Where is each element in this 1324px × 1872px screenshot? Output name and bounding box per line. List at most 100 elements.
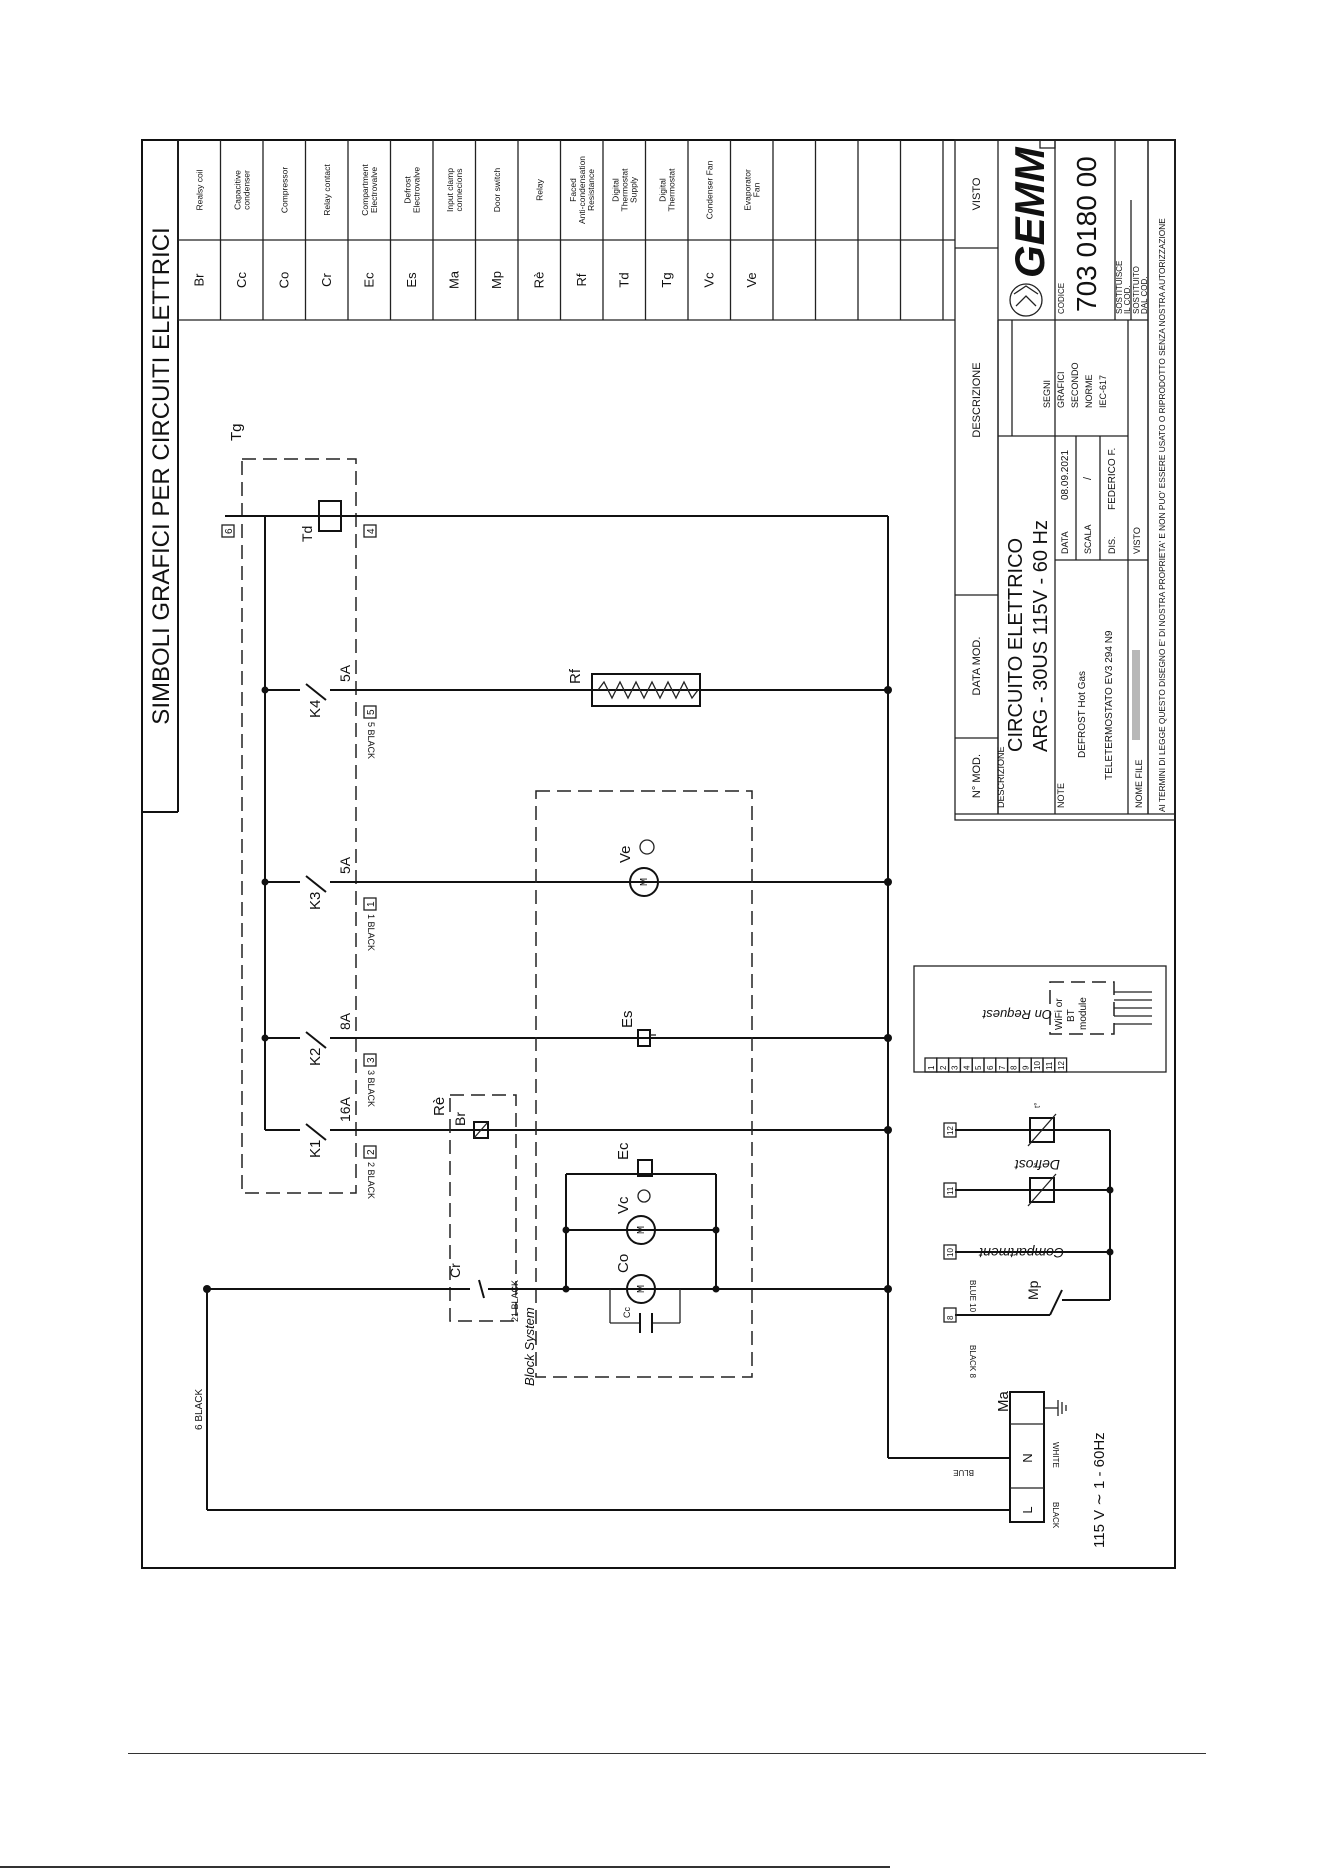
legend-description: DefrostElectrovalve — [402, 167, 421, 214]
module-line-1: WiFi or — [1054, 998, 1065, 1030]
relay-wire: 2 BLACK — [366, 1162, 376, 1199]
connector-pin: 6 — [986, 1065, 995, 1070]
td-supply-coil — [318, 500, 342, 532]
defrost-probe-t: t° — [1033, 1103, 1042, 1108]
relay-rating: 16A — [337, 1096, 353, 1122]
sostituito-line-2: DAL COD. — [1140, 277, 1149, 315]
gemm-logo-text: GEMM — [1006, 146, 1053, 278]
wire-white: WHITE — [1051, 1442, 1060, 1468]
relay-contact — [305, 1123, 327, 1141]
vc-motor-m: M — [636, 1226, 647, 1234]
nome-file-value — [1132, 650, 1140, 740]
note-label: NOTE — [1056, 783, 1066, 808]
legend-description: Capacitivecondenser — [232, 170, 251, 210]
relay-rating: 5A — [337, 856, 353, 874]
relay-name: K1 — [307, 1140, 324, 1158]
legend-description: Compressor — [279, 167, 289, 213]
wire-6-black: 6 BLACK — [194, 1389, 205, 1430]
relay-re-box — [449, 1094, 517, 1322]
connector-pin: 3 — [951, 1065, 960, 1070]
page-foot-rule — [0, 1866, 890, 1868]
legend-code: Td — [616, 272, 631, 287]
relay-name: K2 — [307, 1048, 324, 1066]
ma-label: Ma — [995, 1391, 1012, 1412]
co-motor-m: M — [636, 1285, 647, 1293]
connector-pin: 7 — [998, 1065, 1007, 1070]
legend-code: Ve — [744, 272, 759, 287]
legend-description: Realsy coil — [194, 169, 204, 210]
rf-label: Rf — [567, 668, 584, 684]
mp-label: Mp — [1025, 1280, 1041, 1300]
legend-description: FacedAnti-condensationResistance — [568, 156, 596, 224]
ve-label: Ve — [617, 845, 634, 863]
legend-code: Ma — [446, 270, 461, 289]
module-line-2: BT — [1066, 1009, 1077, 1022]
sostituisce-line-2: IL COD. — [1123, 285, 1132, 314]
codice-label: CODICE — [1057, 283, 1066, 314]
legend-code: Cr — [319, 272, 334, 286]
ownership-footer: AI TERMINI DI LEGGE QUESTO DISEGNO E' DI… — [1157, 218, 1167, 812]
module-line-3: module — [1078, 997, 1089, 1030]
segni-line-4: NORME — [1084, 375, 1094, 409]
relay-rating: 8A — [337, 1012, 353, 1030]
relay-wire: 1 BLACK — [366, 914, 376, 951]
relay-rating: 5A — [337, 664, 353, 682]
data-value: 08.09.2021 — [1060, 450, 1071, 500]
ec-label: Ec — [615, 1142, 632, 1160]
legend-description: Condenser Fan — [704, 160, 714, 219]
td-label: Td — [299, 526, 315, 542]
compartment-probe-label: Compartment — [978, 1245, 1064, 1261]
vc-label: Vc — [615, 1196, 632, 1214]
legend-code: Tg — [659, 272, 674, 287]
legend-code: Rf — [574, 273, 589, 286]
legend-description: Relay — [534, 178, 544, 200]
connector-pin: 5 — [974, 1065, 983, 1070]
legend-description: CompartmentElectrovalve — [360, 164, 379, 216]
on-request-label: On Request — [981, 1007, 1052, 1022]
legend-code: Br — [191, 273, 206, 287]
br-coil — [473, 1121, 489, 1139]
wire-blue: BLUE — [953, 1468, 974, 1477]
connector-pin: 9 — [1021, 1065, 1030, 1070]
br-label: Br — [452, 1112, 468, 1126]
re-label: Rè — [431, 1097, 448, 1116]
cc-label: Cc — [622, 1307, 632, 1318]
connector-pin: 11 — [1045, 1061, 1054, 1070]
sostituisce-line-1: SOSTITUISCE — [1115, 261, 1124, 314]
segni-line-5: IEC-617 — [1098, 375, 1108, 408]
data-label: DATA — [1060, 531, 1070, 554]
legend-code: Rè — [531, 272, 546, 289]
legend-description: DigitalThermostat — [657, 168, 676, 212]
nome-file-label: NOME FILE — [1134, 759, 1144, 808]
note-teletermostato: TELETERMOSTATO EV3 294 N9 — [1104, 630, 1115, 780]
legend-description: Input clampconnecions — [445, 168, 464, 212]
relay-wire: 3 BLACK — [366, 1070, 376, 1107]
gemm-logo: GEMM — [1006, 146, 1053, 317]
relay-terminal: 1 — [366, 901, 377, 907]
relay-name: K3 — [307, 892, 324, 910]
legend-code: Cc — [234, 272, 249, 288]
connector-pin: 1 — [927, 1065, 936, 1070]
compartment-probe-t: t° — [1033, 1163, 1042, 1168]
td-terminal-6: 6 — [224, 528, 235, 534]
title-block: VISTO DESCRIZIONE DATA MOD. N° MOD. DESC… — [954, 139, 1176, 821]
descrizione-label: DESCRIZIONE — [996, 746, 1006, 808]
condenser-fan-vc: M Vc — [615, 1189, 656, 1245]
wire-black-8: BLACK 8 — [968, 1345, 977, 1378]
connector-pin: 8 — [1010, 1065, 1019, 1070]
co-label: Co — [615, 1254, 632, 1273]
defrost-probe-label: Defrost — [1014, 1157, 1060, 1173]
relay-wire: 5 BLACK — [366, 722, 376, 759]
compressor-co: M Co Cc — [609, 1254, 681, 1333]
descrizione-subtitle: ARG - 30US 115V - 60 Hz — [1030, 520, 1052, 752]
codice-value: 703 0180 00 — [1071, 156, 1102, 312]
supply-voltage: 115 V ∼ 1 - 60Hz — [1091, 1432, 1108, 1548]
relay-terminal: 3 — [366, 1057, 377, 1063]
segni-line-1: SEGNI — [1042, 380, 1052, 408]
legend-code: Co — [276, 272, 291, 289]
sostituito-line-1: SOSTITUITO — [1132, 266, 1141, 314]
relay-contact — [305, 683, 327, 701]
relay-terminal: 5 — [366, 709, 377, 715]
legend-code: Vc — [701, 272, 716, 288]
